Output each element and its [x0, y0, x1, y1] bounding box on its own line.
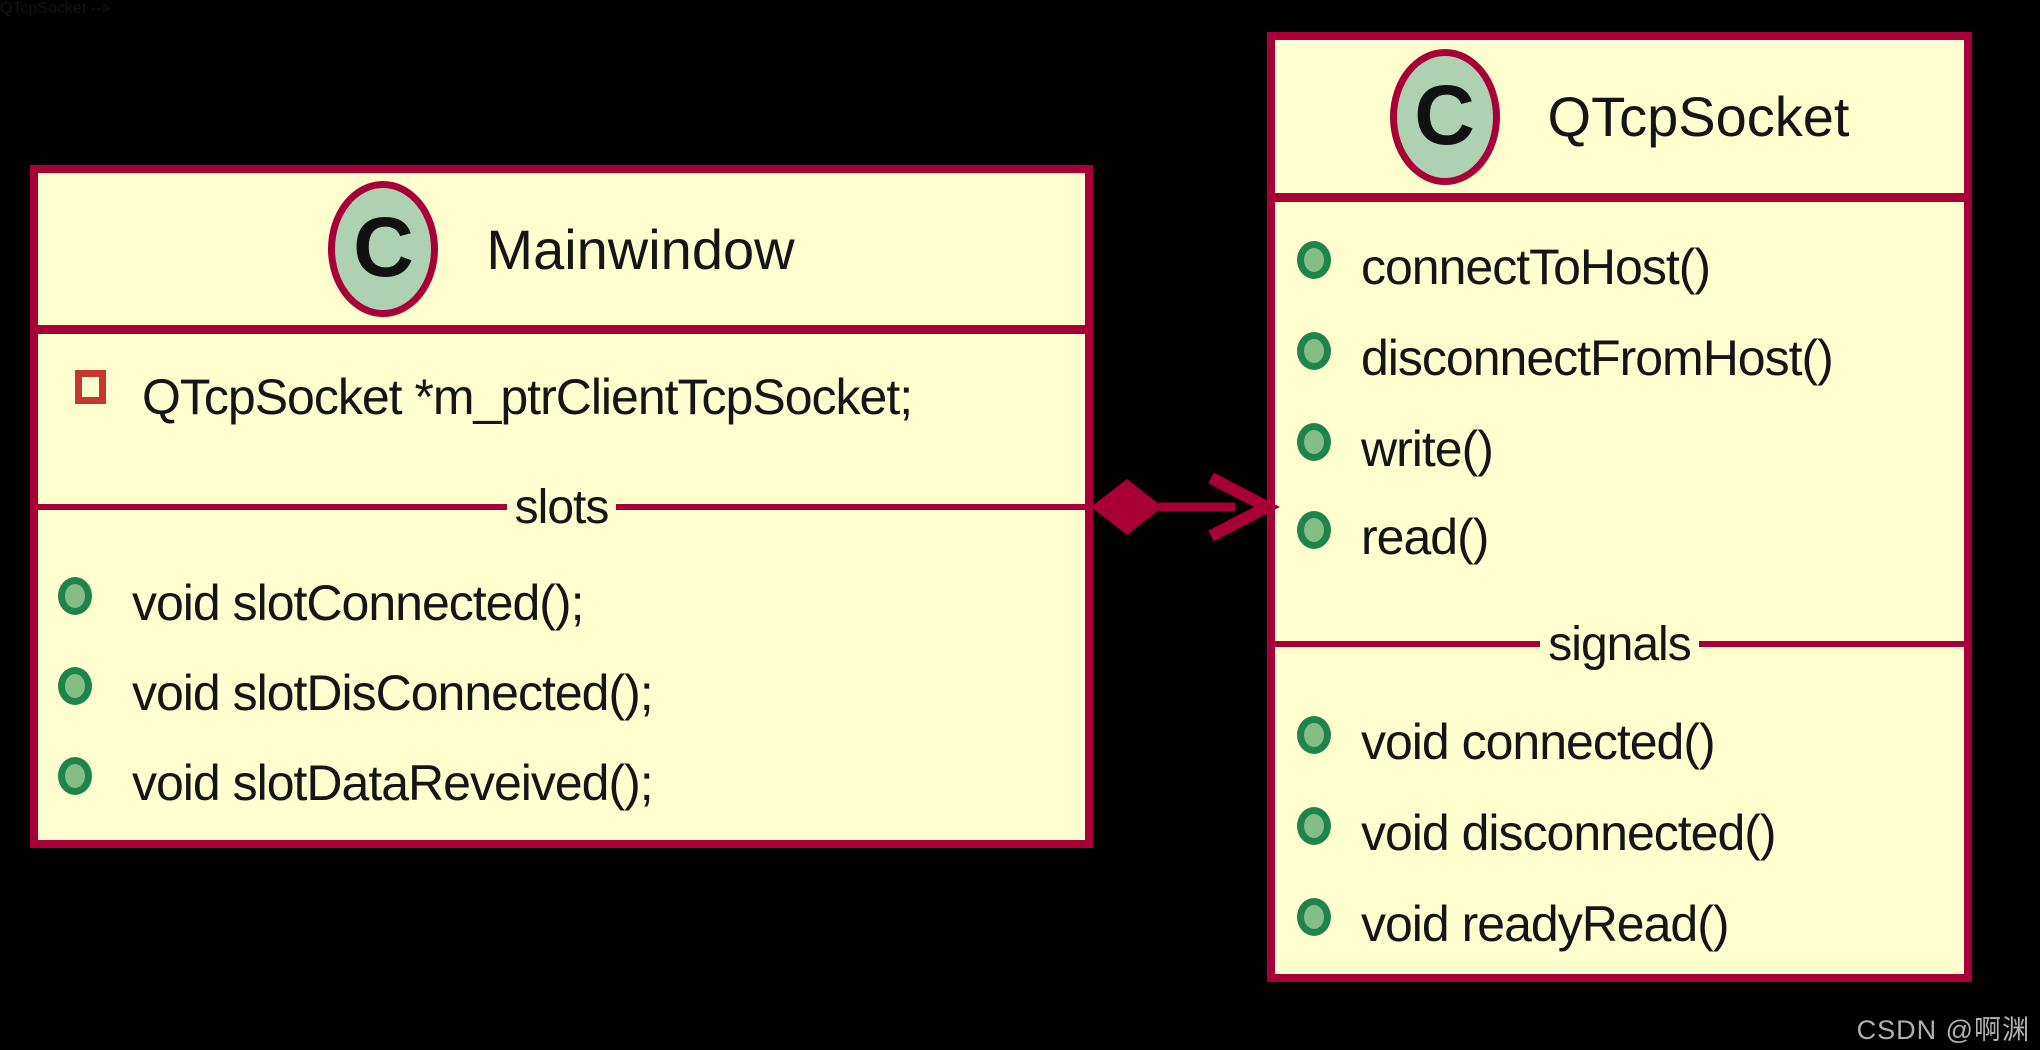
divider-label: slots	[514, 480, 610, 534]
class-name: QTcpSocket	[1547, 85, 1850, 148]
public-method-circle-icon	[1297, 423, 1331, 461]
signal-row: void disconnected()	[1275, 793, 1964, 873]
signal-row: void connected()	[1275, 702, 1964, 782]
slot-row: void slotDisConnected();	[38, 653, 1085, 733]
public-method-circle-icon	[58, 757, 92, 795]
uml-class-mainwindow: C Mainwindow QTcpSocket *m_ptrClientTcpS…	[30, 165, 1093, 848]
divider-label: signals	[1548, 617, 1691, 671]
public-method-circle-icon	[1297, 332, 1331, 370]
class-header: C Mainwindow	[38, 173, 1085, 334]
spot-letter: C	[353, 200, 414, 294]
public-method-circle-icon	[58, 667, 92, 705]
member-text: connectToHost()	[1361, 239, 1711, 295]
public-method-circle-icon	[1297, 511, 1331, 549]
class-name: Mainwindow	[486, 217, 795, 281]
member-text: write()	[1361, 421, 1494, 477]
member-text: read()	[1361, 509, 1489, 565]
slot-row: void slotConnected();	[38, 563, 1085, 643]
section-divider-slots: slots	[38, 477, 1085, 537]
member-text: void slotConnected();	[132, 575, 584, 631]
public-method-circle-icon	[1297, 898, 1331, 936]
public-method-circle-icon	[1297, 241, 1331, 279]
method-row: disconnectFromHost()	[1275, 318, 1964, 398]
class-spot-circle-icon: C	[328, 181, 439, 317]
class-spot-circle-icon: C	[1389, 48, 1500, 185]
public-method-circle-icon	[1297, 716, 1331, 754]
field-text: QTcpSocket *m_ptrClientTcpSocket;	[142, 369, 913, 425]
private-field-square-icon	[75, 370, 106, 404]
slot-row: void slotDataReveived();	[38, 743, 1085, 823]
watermark: CSDN @啊渊	[1856, 1015, 2030, 1045]
signal-row: void readyRead()	[1275, 884, 1964, 964]
method-row: write()	[1275, 409, 1964, 489]
field-row: QTcpSocket *m_ptrClientTcpSocket;	[38, 357, 1085, 437]
spot-letter: C	[1414, 67, 1475, 162]
member-text: void connected()	[1361, 714, 1716, 770]
member-text: void slotDisConnected();	[132, 665, 654, 721]
uml-class-qtcpsocket: C QTcpSocket connectToHost() disconnectF…	[1267, 32, 1972, 982]
section-divider-signals: signals	[1275, 614, 1964, 674]
member-text: void disconnected()	[1361, 805, 1777, 861]
member-text: void readyRead()	[1361, 896, 1730, 952]
public-method-circle-icon	[58, 577, 92, 615]
public-method-circle-icon	[1297, 807, 1331, 845]
member-text: disconnectFromHost()	[1361, 330, 1834, 386]
composition-diamond-arrow-icon	[1091, 472, 1280, 542]
method-row: connectToHost()	[1275, 227, 1964, 307]
member-text: void slotDataReveived();	[132, 755, 654, 811]
class-header: C QTcpSocket	[1275, 40, 1964, 202]
method-row: read()	[1275, 497, 1964, 577]
